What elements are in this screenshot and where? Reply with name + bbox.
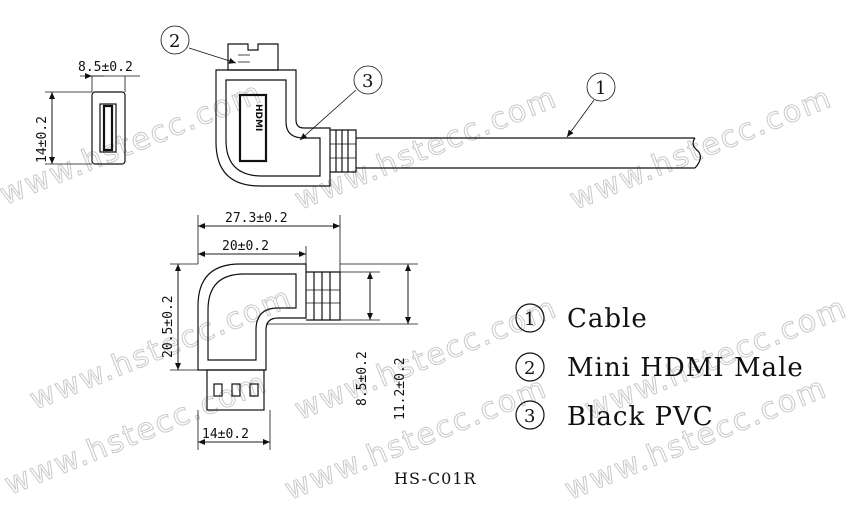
watermark-layer: www.hstecc.com www.hstecc.com www.hstecc… [0, 75, 853, 508]
legend-label: Cable [567, 304, 648, 334]
callout-2-num: 2 [169, 31, 180, 52]
front-view-body [197, 263, 307, 371]
callout-3 [353, 65, 383, 95]
dimension-strain-relief-height: 11.2±0.2 [393, 357, 408, 420]
front-view: 27.3±0.2 20±0.2 20.5±0.2 14±0.2 8.5±0.2 … [161, 211, 418, 450]
dimension-end-height: 14±0.2 [35, 116, 50, 163]
model-label: HS-C01R [394, 469, 477, 488]
end-view-port [102, 104, 114, 152]
legend-item-mini-hdmi-male: 2 Mini HDMI Male [515, 352, 804, 383]
watermark: www.hstecc.com [565, 80, 838, 217]
callout-1-num: 1 [595, 78, 606, 99]
connector-logo: HDMI [253, 104, 263, 131]
callout-2 [160, 25, 190, 55]
callout-1 [586, 72, 616, 102]
dimension-body-height: 20.5±0.2 [161, 295, 176, 358]
legend-item-black-pvc: 3 Black PVC [515, 400, 714, 432]
dimension-plug-width: 14±0.2 [202, 427, 249, 442]
legend-label: Black PVC [567, 402, 714, 432]
end-view-body [91, 91, 126, 165]
dimension-cable-offset: 8.5±0.2 [355, 351, 370, 406]
legend-num: 1 [524, 309, 535, 330]
callout-3-num: 3 [362, 71, 373, 92]
watermark: www.hstecc.com [290, 80, 563, 217]
front-view-plug [206, 369, 265, 411]
side-view-logo-plate [238, 93, 268, 163]
side-view-body [215, 69, 331, 187]
legend-num: 3 [524, 406, 535, 427]
dimension-total-length: 27.3±0.2 [225, 211, 288, 226]
legend-num: 2 [524, 358, 535, 379]
legend-item-cable: 1 Cable [515, 303, 648, 334]
side-view: HDMI 2 3 1 [160, 25, 701, 187]
end-view: 8.5±0.2 14±0.2 [35, 60, 140, 165]
end-view-recess [99, 103, 117, 153]
dimension-body-length: 20±0.2 [222, 239, 269, 254]
legend: 1 Cable 2 Mini HDMI Male 3 Black PVC [515, 303, 804, 432]
dimension-end-width: 8.5±0.2 [78, 60, 133, 75]
legend-label: Mini HDMI Male [567, 353, 804, 383]
front-view-strain-relief [306, 271, 341, 321]
side-view-plug [227, 43, 279, 71]
side-view-strain-relief [330, 129, 357, 173]
